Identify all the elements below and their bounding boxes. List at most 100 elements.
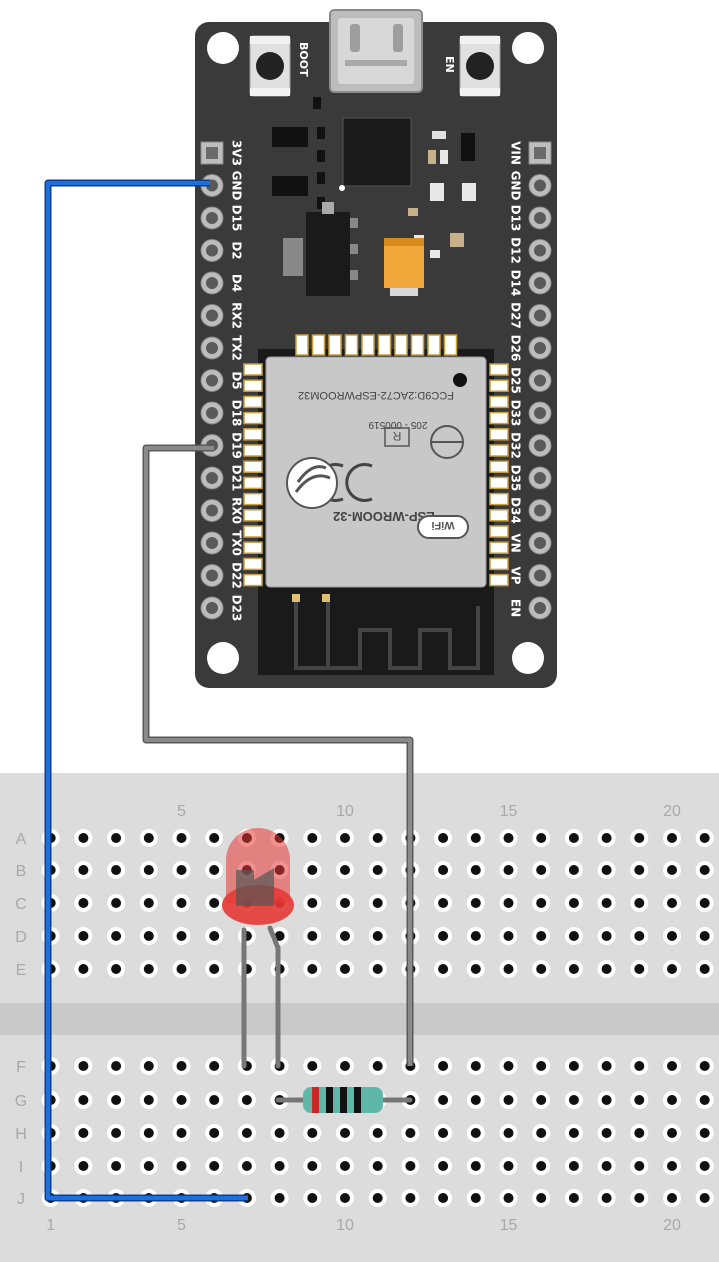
en-button[interactable] bbox=[459, 35, 501, 97]
breadboard-hole bbox=[434, 1057, 453, 1075]
module-pad bbox=[427, 334, 441, 356]
pin-d2[interactable]: D2 bbox=[200, 239, 244, 262]
module-pad bbox=[243, 428, 263, 441]
breadboard-hole bbox=[663, 927, 681, 945]
column-label: 20 bbox=[663, 1217, 681, 1234]
breadboard-hole bbox=[499, 1057, 518, 1075]
pin-d35[interactable]: D35 bbox=[509, 465, 552, 492]
breadboard-hole bbox=[466, 894, 485, 912]
breadboard-hole bbox=[336, 1189, 354, 1207]
ce-mark-icon bbox=[345, 463, 373, 502]
breadboard-hole bbox=[564, 960, 583, 978]
pin-label: D4 bbox=[230, 274, 244, 292]
breadboard-hole bbox=[107, 1157, 126, 1175]
red-led[interactable] bbox=[222, 828, 294, 1069]
pin-d14[interactable]: D14 bbox=[509, 270, 552, 297]
breadboard-hole bbox=[434, 1157, 453, 1175]
pin-d15[interactable]: D15 bbox=[200, 205, 244, 232]
breadboard-hole bbox=[139, 1057, 158, 1075]
breadboard-hole bbox=[270, 1124, 289, 1142]
pin-d26[interactable]: D26 bbox=[509, 335, 552, 362]
column-label: 5 bbox=[177, 1217, 186, 1234]
breadboard-center-channel bbox=[0, 1003, 719, 1035]
breadboard-hole bbox=[368, 1124, 387, 1142]
module-pad bbox=[344, 334, 359, 356]
breadboard-hole bbox=[499, 829, 518, 847]
pin-en[interactable]: EN bbox=[509, 596, 552, 620]
breadboard-hole bbox=[466, 1124, 485, 1142]
pin-label: D35 bbox=[509, 465, 523, 492]
breadboard-hole bbox=[532, 960, 551, 978]
breadboard-hole bbox=[172, 960, 191, 978]
boot-button[interactable] bbox=[249, 35, 291, 97]
signal-wire-d19[interactable] bbox=[144, 446, 412, 1066]
breadboard-hole bbox=[466, 1157, 485, 1175]
pin-d13[interactable]: D13 bbox=[509, 205, 552, 232]
resistor-band-3 bbox=[340, 1087, 347, 1113]
pin-d18[interactable]: D18 bbox=[200, 400, 244, 427]
row-label: D bbox=[15, 929, 27, 946]
wifi-logo-icon bbox=[417, 515, 469, 539]
pin-rx0[interactable]: RX0 bbox=[200, 497, 244, 524]
pin-gnd[interactable]: GND bbox=[509, 171, 552, 201]
breadboard-hole bbox=[532, 861, 551, 879]
module-pad bbox=[243, 363, 263, 376]
breadboard-hole bbox=[630, 960, 649, 978]
breadboard-hole bbox=[401, 1124, 420, 1142]
breadboard-hole bbox=[466, 927, 485, 945]
breadboard-hole bbox=[139, 927, 158, 945]
breadboard-hole bbox=[663, 894, 681, 912]
resistor[interactable] bbox=[275, 1087, 413, 1113]
breadboard-hole bbox=[139, 1157, 158, 1175]
breadboard-hole bbox=[564, 1157, 583, 1175]
pin-d23[interactable]: D23 bbox=[200, 595, 244, 622]
pin-d4[interactable]: D4 bbox=[200, 271, 244, 295]
breadboard-hole bbox=[434, 1091, 453, 1109]
pin-label: D26 bbox=[509, 335, 523, 362]
breadboard-hole bbox=[336, 1157, 354, 1175]
module-pad bbox=[243, 476, 263, 490]
module-pad bbox=[243, 573, 263, 587]
pin-d21[interactable]: D21 bbox=[200, 465, 244, 492]
pin-3v3[interactable]: 3V3 bbox=[200, 140, 244, 166]
breadboard-hole bbox=[303, 1057, 322, 1075]
breadboard-hole bbox=[499, 1124, 518, 1142]
pin-d32[interactable]: D32 bbox=[509, 432, 552, 459]
mounting-hole bbox=[207, 642, 239, 674]
espressif-logo-icon bbox=[286, 457, 338, 509]
breadboard-hole bbox=[499, 861, 518, 879]
breadboard-hole bbox=[303, 1157, 322, 1175]
pin-tx0[interactable]: TX0 bbox=[200, 530, 244, 556]
pin-vp[interactable]: VP bbox=[509, 564, 552, 587]
gnd-wire[interactable] bbox=[46, 181, 248, 1200]
pin-tx2[interactable]: TX2 bbox=[200, 335, 244, 361]
breadboard-hole bbox=[237, 1091, 256, 1109]
pin-vin[interactable]: VIN bbox=[509, 141, 552, 165]
svg-text:WiFi: WiFi bbox=[431, 519, 454, 531]
breadboard-hole bbox=[368, 1189, 387, 1207]
pin-d25[interactable]: D25 bbox=[509, 367, 552, 394]
breadboard-hole bbox=[434, 960, 453, 978]
pin1-dot bbox=[453, 373, 467, 387]
pin-label: RX2 bbox=[230, 302, 244, 329]
pin-label: TX0 bbox=[230, 530, 244, 556]
pin-d33[interactable]: D33 bbox=[509, 400, 552, 427]
pin-label: D27 bbox=[509, 302, 523, 329]
column-label: 1 bbox=[46, 1217, 55, 1234]
breadboard-hole bbox=[532, 927, 551, 945]
breadboard-hole bbox=[172, 927, 191, 945]
pin-d22[interactable]: D22 bbox=[200, 562, 244, 589]
pin-label: D32 bbox=[509, 432, 523, 459]
pin-d12[interactable]: D12 bbox=[509, 237, 552, 264]
pin-rx2[interactable]: RX2 bbox=[200, 302, 244, 329]
pin-d27[interactable]: D27 bbox=[509, 302, 552, 329]
breadboard-hole bbox=[466, 960, 485, 978]
breadboard-hole bbox=[597, 1189, 616, 1207]
pin-vn[interactable]: VN bbox=[509, 531, 552, 555]
pin-d34[interactable]: D34 bbox=[509, 497, 552, 524]
column-label: 15 bbox=[500, 803, 518, 820]
boot-label: BOOT bbox=[297, 42, 310, 77]
breadboard-hole bbox=[499, 960, 518, 978]
pin-d5[interactable]: D5 bbox=[200, 369, 244, 392]
pin-gnd[interactable]: GND bbox=[200, 171, 244, 201]
